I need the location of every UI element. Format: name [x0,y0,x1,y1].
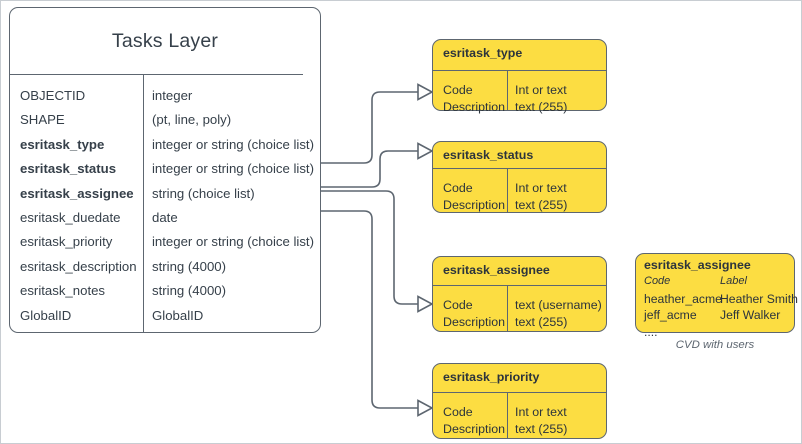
domain-code-column: Code Description [443,82,505,115]
domain-code-label: Code [443,181,473,195]
cvd-row: jeff_acme Jeff Walker [644,308,792,325]
tasks-layer-entity: Tasks Layer OBJECTID integer SHAPE (pt, … [9,7,321,333]
field-name: esritask_duedate [20,209,121,225]
domain-box-esritask-priority: esritask_priority Code Description Int o… [432,363,607,439]
field-type: string (4000) [152,283,227,299]
cvd-code: heather_acme [644,291,722,306]
table-row: GlobalID GlobalID [10,308,320,332]
header-divider [433,70,606,71]
field-type: string (choice list) [152,185,255,201]
cvd-code: .... [644,324,658,339]
table-row: esritask_assignee string (choice list) [10,186,320,210]
domain-title: esritask_status [443,148,534,162]
column-divider [507,168,508,212]
header-divider [433,168,606,169]
header-divider [10,74,303,75]
field-name: esritask_type [20,136,105,152]
field-name: esritask_priority [20,234,113,250]
connector-esritask-status [321,142,434,188]
field-type: integer or string (choice list) [152,234,314,250]
table-row: esritask_notes string (4000) [10,283,320,307]
domain-code-type: text (username) [515,298,602,312]
connector-esritask-type [321,83,434,164]
cvd-label: Heather Smith [720,291,798,306]
domain-box-esritask-status: esritask_status Code Description Int or … [432,141,607,213]
domain-code-column: Code Description [443,297,505,330]
domain-code-type: Int or text [515,405,567,419]
domain-type-column: Int or text text (255) [515,180,567,213]
domain-description-label: Description [443,197,505,212]
table-row: esritask_type integer or string (choice … [10,137,320,161]
domain-box-esritask-type: esritask_type Code Description Int or te… [432,39,607,114]
table-row: SHAPE (pt, line, poly) [10,112,320,136]
field-list: OBJECTID integer SHAPE (pt, line, poly) … [10,88,320,332]
domain-description-label: Description [443,421,505,436]
field-type: GlobalID [152,307,204,323]
domain-type-column: Int or text text (255) [515,82,567,115]
field-name: esritask_assignee [20,185,134,201]
field-type: integer [152,88,193,103]
domain-box-esritask-assignee: esritask_assignee Code Description text … [432,256,607,332]
field-type: (pt, line, poly) [152,112,232,128]
field-type: string (4000) [152,258,227,274]
domain-type-column: Int or text text (255) [515,404,567,437]
cvd-table: Code Label heather_acme Heather Smith je… [644,275,798,342]
cvd-row: .... [644,325,792,342]
field-name: esritask_status [20,161,117,177]
domain-code-label: Code [443,83,473,97]
cvd-caption: CVD with users [675,339,755,351]
field-type: integer or string (choice list) [152,161,314,177]
field-name: GlobalID [20,307,72,323]
page-title: Tasks Layer [111,30,219,52]
domain-description-type: text (255) [515,421,568,436]
field-name: esritask_notes [20,283,106,299]
table-row: OBJECTID integer [10,88,320,112]
table-row: esritask_duedate date [10,210,320,234]
domain-description-type: text (255) [515,314,568,329]
column-divider [507,285,508,331]
field-name: OBJECTID [20,88,86,103]
column-divider [507,392,508,438]
table-row: esritask_priority integer or string (cho… [10,234,320,258]
domain-description-type: text (255) [515,99,568,114]
connector-esritask-priority [321,210,434,417]
cvd-header-row: Code Label [644,275,792,292]
domain-code-column: Code Description [443,404,505,437]
domain-code-label: Code [443,298,473,312]
cvd-code-header: Code [644,275,671,287]
field-name: esritask_description [20,258,137,274]
cvd-label: Jeff Walker [720,308,781,322]
cvd-label-header: Label [720,275,747,287]
header-divider [433,285,606,286]
domain-title: esritask_type [443,46,523,60]
domain-type-column: text (username) text (255) [515,297,602,330]
domain-description-label: Description [443,314,505,329]
column-divider [507,70,508,110]
domain-title: esritask_assignee [443,263,550,277]
table-row: esritask_description string (4000) [10,259,320,283]
cvd-code: jeff_acme [644,308,697,322]
domain-description-label: Description [443,99,505,114]
domain-code-column: Code Description [443,180,505,213]
domain-title: esritask_priority [443,370,540,384]
connector-esritask-assignee [321,190,434,313]
field-type: date [152,209,178,225]
domain-code-type: Int or text [515,181,567,195]
cvd-sample-box: esritask_assignee Code Label heather_acm… [635,253,798,339]
cvd-title: esritask_assignee [644,258,751,272]
cvd-row: heather_acme Heather Smith [644,291,798,309]
field-type: integer or string (choice list) [152,136,314,152]
domain-code-type: Int or text [515,83,567,97]
field-name: SHAPE [20,112,65,128]
header-divider [433,392,606,393]
column-divider [143,74,144,332]
domain-description-type: text (255) [515,197,568,212]
table-row: esritask_status integer or string (choic… [10,161,320,185]
domain-code-label: Code [443,405,473,419]
